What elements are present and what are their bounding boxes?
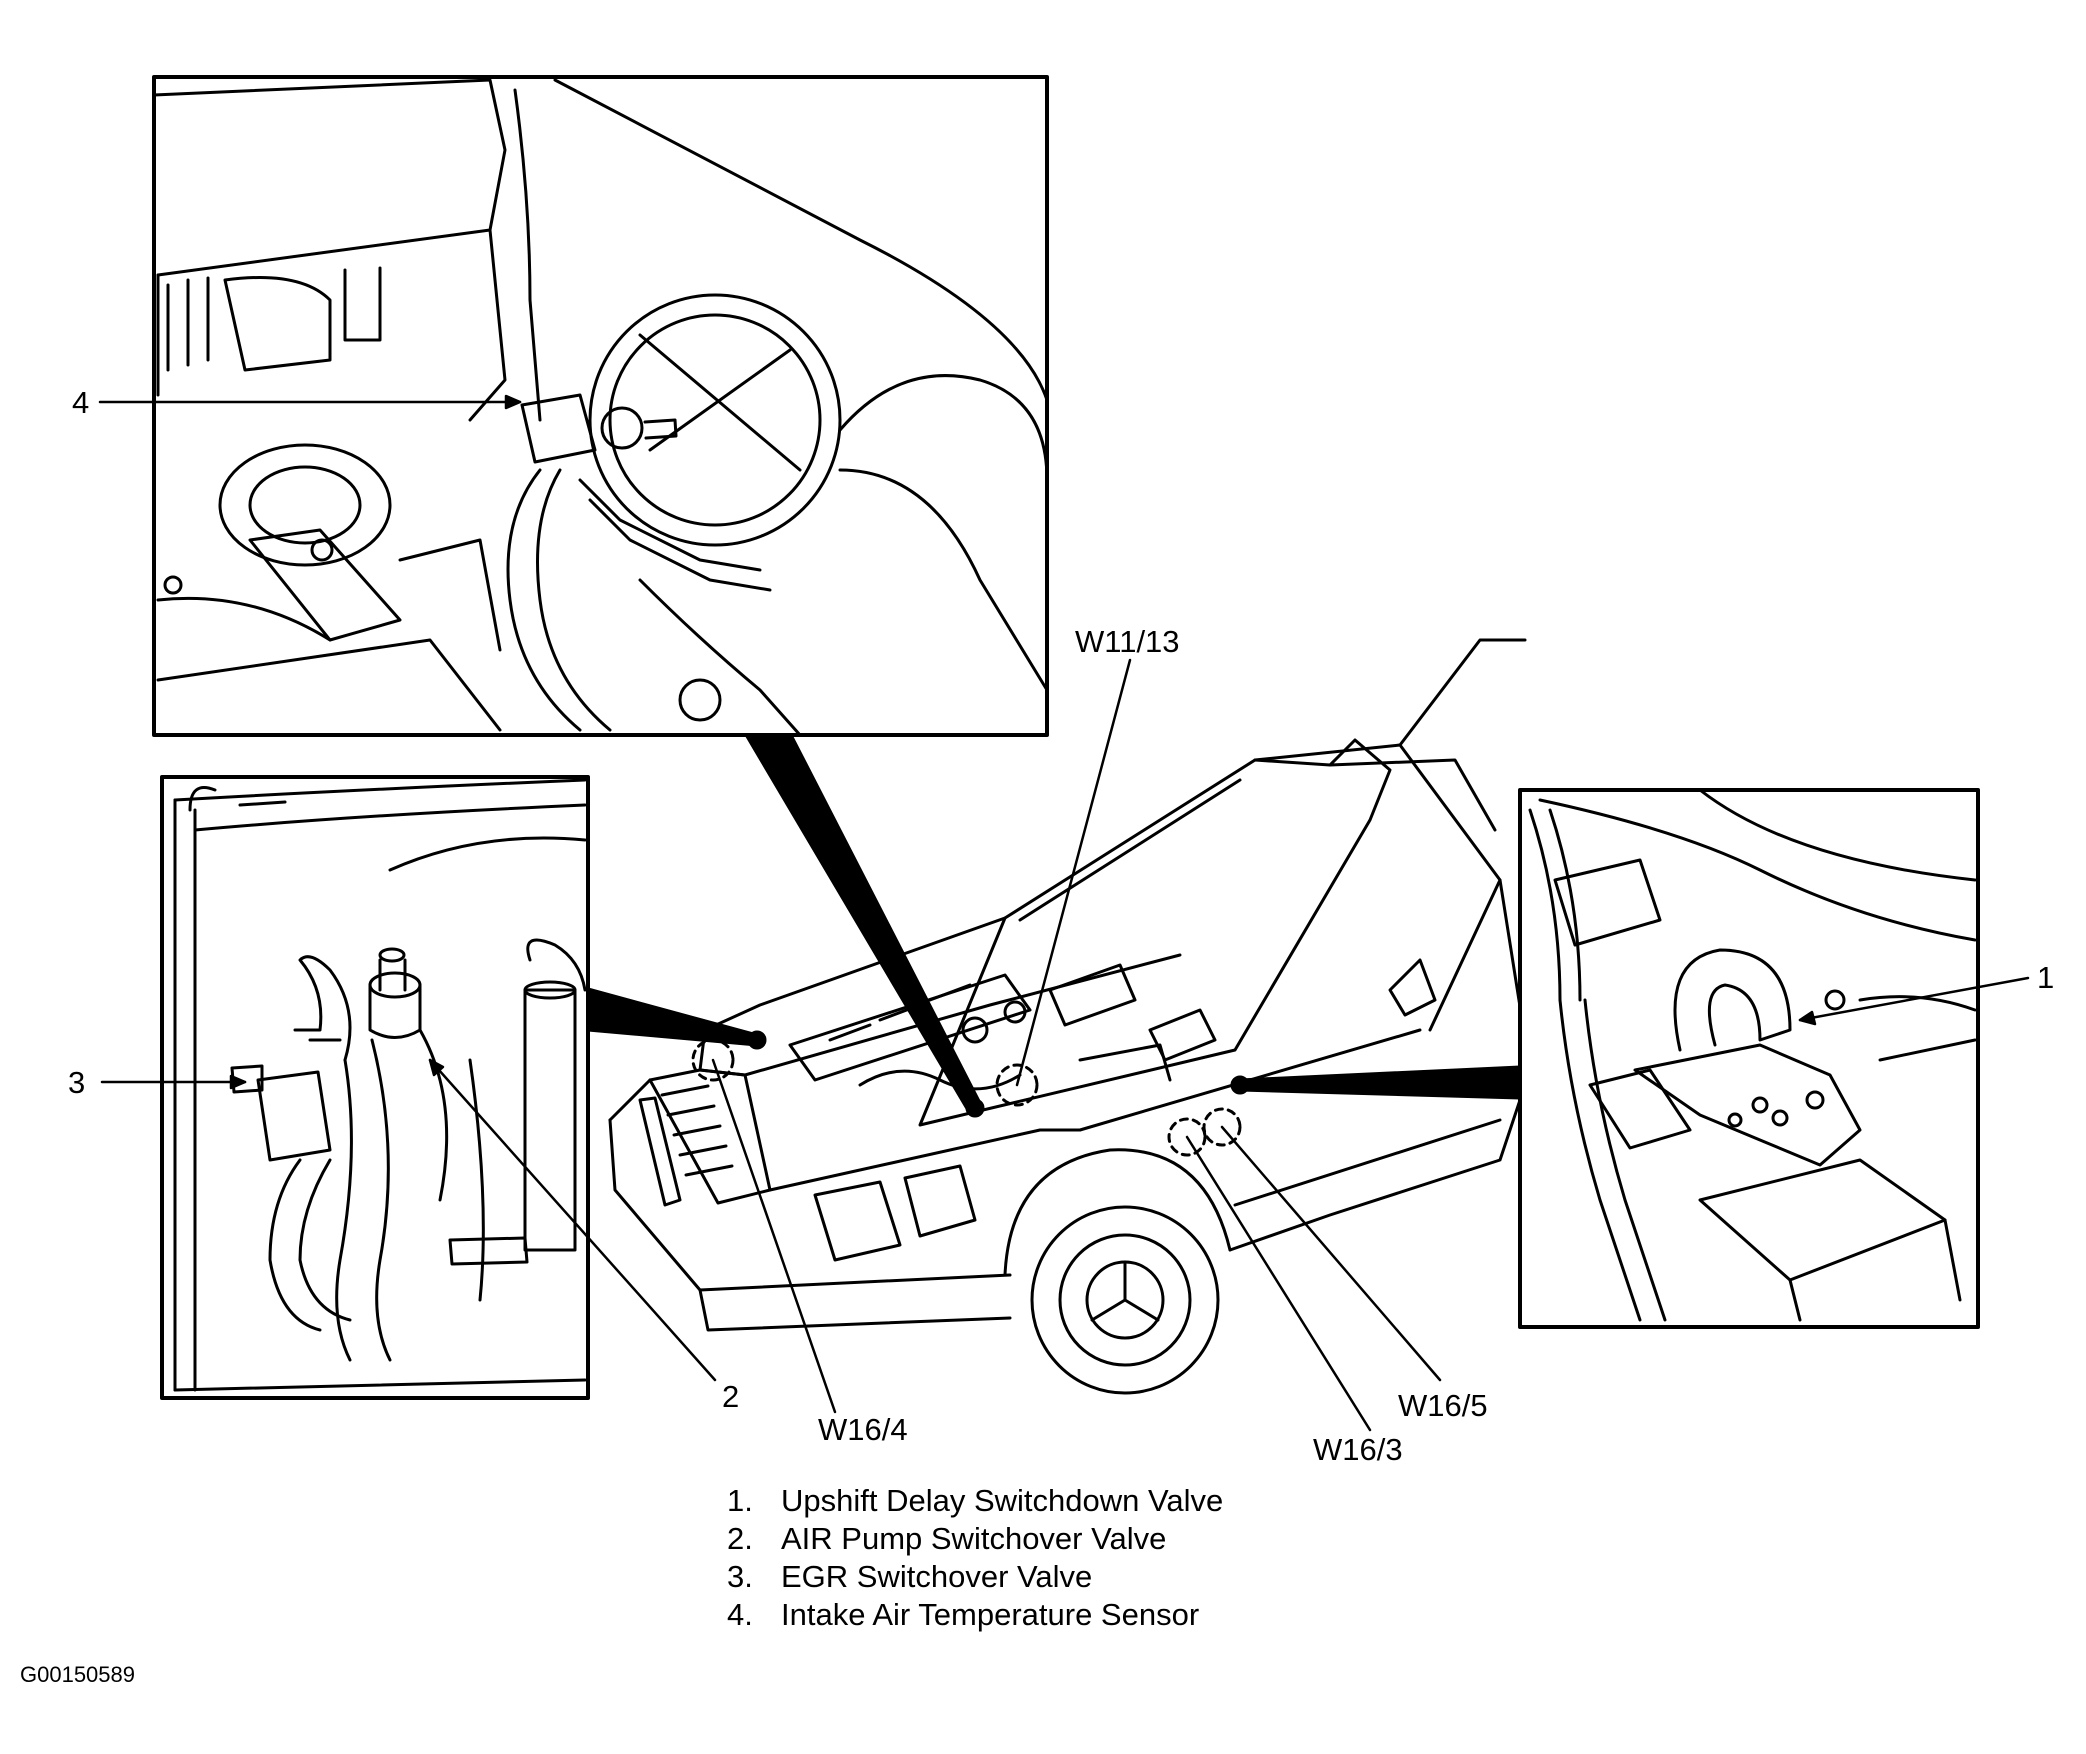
location-circle-w16-3 — [1167, 1117, 1207, 1157]
pointer-dot-right — [1230, 1075, 1250, 1095]
legend-item: 1. Upshift Delay Switchdown Valve — [727, 1482, 1223, 1520]
callout-label-1: 1 — [2037, 960, 2055, 995]
leader-w16-3 — [1185, 1135, 1372, 1432]
legend-item: 2. AIR Pump Switchover Valve — [727, 1520, 1223, 1558]
pointer-dot-left — [747, 1030, 767, 1050]
leader-w11-13 — [1015, 658, 1132, 1087]
pointer-wedge-top-inset — [743, 731, 983, 1114]
legend-number: 3. — [727, 1559, 753, 1594]
inset-left-switchover-valves — [160, 775, 590, 1400]
callout-label-w16-3: W16/3 — [1313, 1432, 1403, 1467]
legend-text: EGR Switchover Valve — [781, 1559, 1093, 1594]
leader-w16-4 — [711, 1058, 837, 1414]
leader-w16-5 — [1220, 1125, 1442, 1382]
legend-item: 3. EGR Switchover Valve — [727, 1558, 1223, 1596]
callout-leaders — [98, 394, 2030, 1432]
inset-right-switchdown-valve — [1518, 788, 1980, 1329]
location-circle-w11-13 — [995, 1063, 1039, 1107]
pointer-dot-top — [965, 1098, 985, 1118]
legend-item: 4. Intake Air Temperature Sensor — [727, 1596, 1223, 1634]
callout-label-w11-13: W11/13 — [1075, 624, 1180, 659]
legend-number: 1. — [727, 1483, 753, 1518]
inset-top-intake-air-temp-sensor — [152, 75, 1049, 737]
legend-number: 4. — [727, 1597, 753, 1632]
callout-label-4: 4 — [72, 385, 90, 420]
callout-label-3: 3 — [68, 1065, 86, 1100]
figure-id: G00150589 — [20, 1662, 135, 1687]
legend: 1. Upshift Delay Switchdown Valve 2. AIR… — [727, 1482, 1223, 1634]
location-circle-w16-5 — [1202, 1107, 1242, 1147]
legend-number: 2. — [727, 1521, 753, 1556]
pointer-dots — [747, 1030, 1250, 1118]
car-illustration — [608, 638, 1532, 1395]
pointer-wedges — [586, 731, 1522, 1114]
legend-text: Upshift Delay Switchdown Valve — [781, 1483, 1224, 1518]
callout-label-w16-5: W16/5 — [1398, 1388, 1488, 1423]
leader-2 — [428, 1058, 717, 1382]
callout-label-2: 2 — [722, 1379, 740, 1414]
legend-text: Intake Air Temperature Sensor — [781, 1597, 1200, 1632]
leader-1 — [1798, 976, 2030, 1022]
legend-text: AIR Pump Switchover Valve — [781, 1521, 1167, 1556]
callout-label-w16-4: W16/4 — [818, 1412, 908, 1447]
